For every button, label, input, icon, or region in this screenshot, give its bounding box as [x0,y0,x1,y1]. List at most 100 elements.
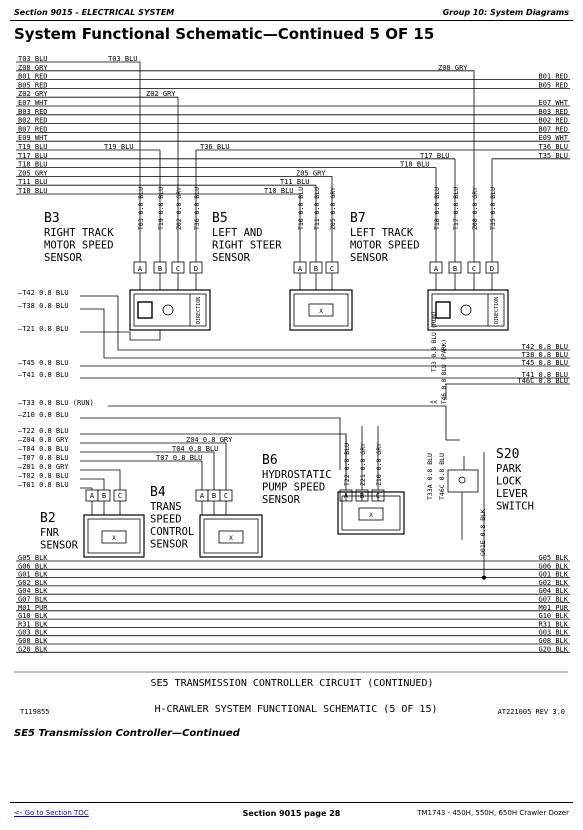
ground-label-right: G03 BLK [538,629,568,637]
b5-pin-letter: B [314,265,318,273]
ground-label-right: R31 BLK [538,620,568,628]
b5-description: RIGHT STEER [212,240,282,252]
harness-wire-label-right: B05 RED [538,81,568,89]
b4-element-mark: X [229,535,233,542]
b4-description: CONTROL [150,526,194,538]
b5-pin-letter: A [298,265,303,273]
ground-label: G01 BLK [18,571,48,579]
t46c-route [445,383,570,400]
t01-route [80,487,93,490]
s20-wire [445,414,460,441]
drop-wire-label: T17 BLU [420,152,450,160]
group-header: Group 10: System Diagrams [442,8,569,17]
z10-route [80,417,341,470]
ground-label-right: G10 BLK [538,612,568,620]
t07-route [80,460,203,490]
b7-pin-letter: B [453,265,457,273]
harness-wire-label: Z08 GRY [18,64,48,72]
b3-housing [129,289,211,331]
b5-element-mark: X [319,308,323,315]
b7-pin-letter: D [490,265,494,273]
harness-wire-label-right: B03 RED [538,108,568,116]
ground-label-right: G01 BLK [538,571,568,579]
harness-wire-label: E09 WHT [18,134,48,142]
drop-wire-label: Z05 GRY [296,169,326,177]
low-wire-label: —T22 0.8 BLU [18,427,69,435]
mid-wire-label: —T41 0.8 BLU [18,371,69,379]
section-header: Section 9015 - ELECTRICAL SYSTEM [14,8,175,17]
header-rule [10,20,573,21]
s20-wire-label: G01E 0.8 BLK [479,509,487,556]
figure-caption: SE5 Transmission Controller—Continued [14,728,240,739]
mid-wire-label: —T21 0.8 BLU [18,325,69,333]
b7-pin-letter: C [472,265,476,273]
diagram-caption: SE5 TRANSMISSION CONTROLLER CIRCUIT (CON… [151,678,434,689]
footer-rule [10,802,573,803]
s20-description: LEVER [496,488,528,500]
b7-direction-label: DIRECTION [494,297,500,324]
b6-housing [337,491,405,535]
b6-designator: B6 [262,453,278,468]
t21-route [80,330,161,341]
b7-wire-label: T35 0.8 BLU [489,187,497,230]
ground-label-right: G05 BLK [538,554,568,562]
harness-wire-label: T11 BLU [18,178,48,186]
harness-wire-label-right: E09 WHT [538,134,568,142]
b2-element-mark: X [112,535,116,542]
b5-wire-label: Z05 0.8 GRY [329,187,337,230]
park-run-label: T33 0.8 BLU (RUN) [431,311,438,372]
mid-wire-label-right: T46C 0.8 BLU [517,377,568,385]
drop-wire-label: T36 BLU [200,143,230,151]
t04-route [80,451,215,490]
diagram-revision: AT221005 REV 3.0 [498,708,565,716]
b5-pin-letter: C [330,265,334,273]
mid-wire-label: —T38 0.8 BLU [18,302,69,310]
b6-wire-label: Z21 0.8 GRY [359,443,367,486]
b3-hall-symbol [137,301,153,319]
z01-route [80,469,121,490]
b6-description: PUMP SPEED [262,482,325,494]
mid-wire-label-right: T45 0.8 BLU [522,359,568,367]
low-wire-label: —Z01 0.8 GRY [18,463,69,471]
b3-wire-label: T03 0.8 BLU [137,187,145,230]
s20-wire-label: T33A 0.8 BLU [426,453,434,500]
b2-pin-letter: A [90,492,95,500]
ground-label: G08 BLK [18,637,48,645]
t42-route [80,295,570,351]
harness-wire-label: T03 BLU [18,55,48,63]
b2-housing [83,514,145,558]
ground-label: G10 BLK [18,612,48,620]
low-wire-label: —Z04 0.8 GRY [18,436,69,444]
harness-wire-label: B03 RED [18,108,48,116]
manual-title: TM1743 - 450H, 550H, 650H Crawler Dozer [417,809,569,817]
b7-designator: B7 [350,211,366,226]
drop-wire-label: T11 BLU [280,178,310,186]
ground-label-right: M01 PUR [538,604,568,612]
b7-description: LEFT TRACK [350,227,414,239]
ground-label: G07 BLK [18,596,48,604]
harness-wire-label: T10 BLU [18,187,48,195]
b3-description: MOTOR SPEED [44,240,114,252]
b4-description: SENSOR [150,539,189,551]
b3-description: RIGHT TRACK [44,227,114,239]
low-wire-label: —T04 0.8 BLU [18,445,69,453]
b2-description: SENSOR [40,540,79,552]
b7-wire-label: T18 0.8 BLU [433,187,441,230]
b6-description: SENSOR [262,494,301,506]
b4-branch-label: T04 0.8 BLU [172,445,218,453]
b4-description: TRANS [150,501,182,513]
harness-wire-label: T17 BLU [18,152,48,160]
b4-branch-label: Z04 0.8 GRY [186,436,233,444]
ground-label: G04 BLK [18,587,48,595]
b6-element-mark: X [369,512,373,519]
mid-wire-label-right: T42 0.8 BLU [522,343,568,351]
section-toc-link[interactable]: <- Go to Section TOC [14,809,89,817]
harness-wire-label-right: T36 BLU [538,143,568,151]
harness-wire-label-right: B07 RED [538,125,568,133]
b2-body [87,518,141,554]
harness-wire-label: B05 RED [18,81,48,89]
ground-label-right: G04 BLK [538,587,568,595]
b2-pin-letter: C [118,492,122,500]
ground-label: G06 BLK [18,562,48,570]
